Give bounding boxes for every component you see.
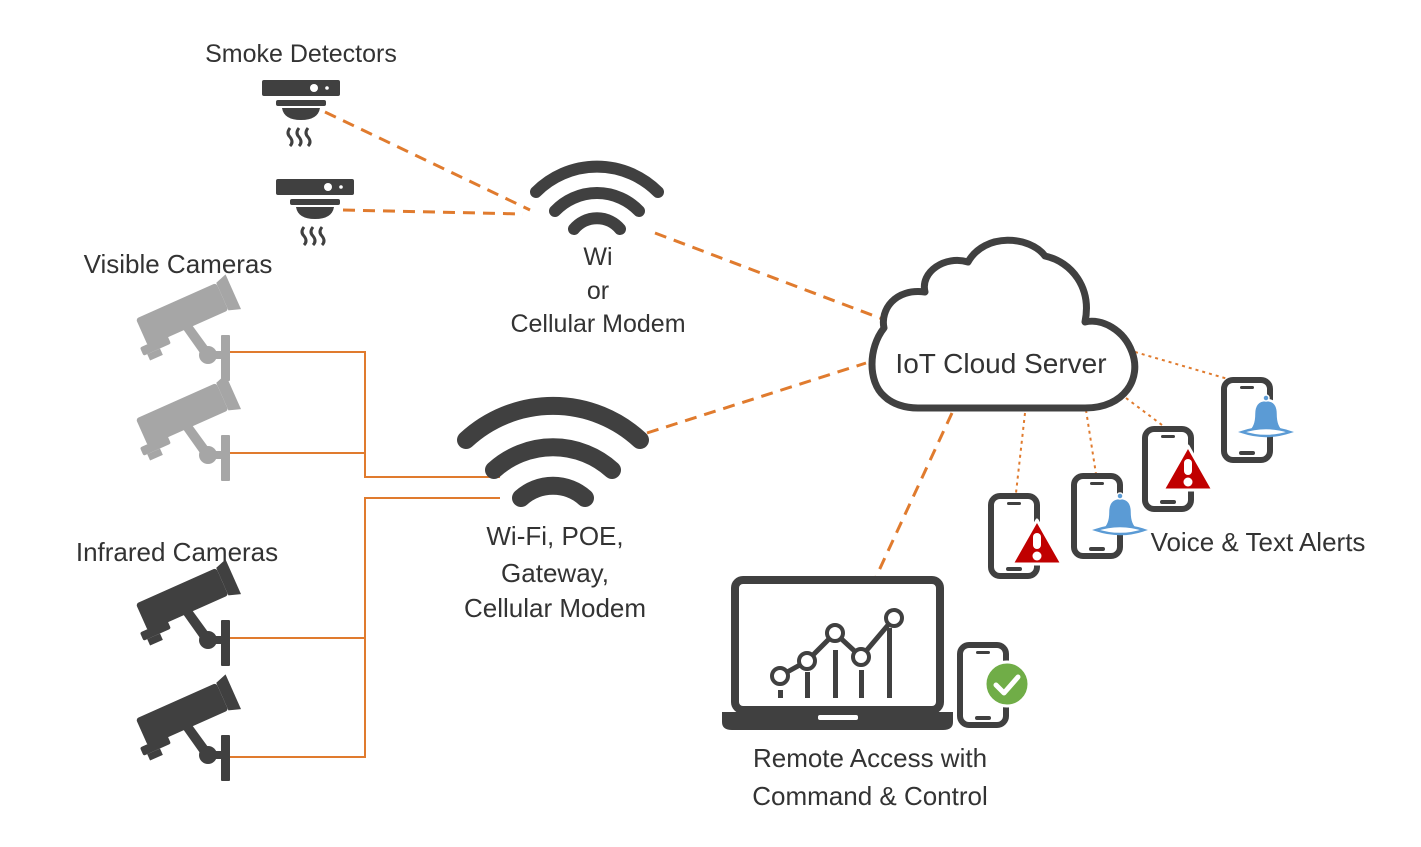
smoke-detectors-group: Smoke Detectors [205, 40, 397, 247]
check-icon [983, 660, 1031, 708]
cloud-phone-link-2 [1085, 409, 1097, 475]
laptop-chart-icon [722, 576, 953, 730]
security-camera-icon [126, 674, 246, 781]
visible-camera-bus [230, 351, 500, 478]
infrared-cameras-label: Infrared Cameras [76, 537, 278, 567]
wifi-modem-label-line1: Wi [583, 243, 612, 271]
gateway-label-line3: Cellular Modem [464, 593, 646, 623]
remote-access-group: Remote Access with Command & Control [722, 576, 1031, 811]
cloud-phone-link-1 [1015, 412, 1026, 494]
wifi-icon [457, 396, 649, 507]
security-camera-icon [126, 374, 246, 481]
cloud-laptop-link [874, 412, 954, 578]
wifi-modem-node: Wi or Cellular Modem [510, 160, 686, 338]
smoke-link-1 [324, 110, 531, 212]
wifi-cloud-link [654, 231, 894, 325]
cloud-server-node: IoT Cloud Server [868, 236, 1139, 412]
remote-access-label-line1: Remote Access with [753, 743, 987, 773]
security-camera-icon [126, 559, 246, 666]
cloud-phone-link-4 [1134, 351, 1229, 380]
gateway-node: Wi-Fi, POE, Gateway, Cellular Modem [457, 396, 649, 623]
alert-phones-group: Voice & Text Alerts [991, 380, 1365, 576]
infrared-camera-bus [230, 497, 500, 758]
connection-lines [230, 110, 1229, 758]
gateway-label-line2: Gateway, [501, 558, 609, 588]
alerts-label: Voice & Text Alerts [1151, 527, 1366, 557]
smoke-link-2 [342, 208, 524, 216]
wifi-modem-label-line3: Cellular Modem [510, 310, 685, 338]
cloud-icon [868, 236, 1139, 412]
security-camera-icon [126, 274, 246, 381]
smoke-detector-icon [274, 177, 356, 247]
visible-cameras-group: Visible Cameras [84, 249, 273, 481]
infrared-cameras-group: Infrared Cameras [76, 537, 278, 781]
wifi-icon [530, 160, 664, 235]
cloud-phone-link-3 [1125, 397, 1167, 429]
gateway-label-line1: Wi-Fi, POE, [486, 521, 623, 551]
wifi-modem-label-line2: or [587, 277, 609, 305]
cloud-server-label: IoT Cloud Server [895, 348, 1106, 379]
gateway-cloud-link [646, 361, 867, 435]
remote-access-label-line2: Command & Control [752, 781, 988, 811]
smoke-detectors-label: Smoke Detectors [205, 40, 397, 68]
visible-cameras-label: Visible Cameras [84, 249, 273, 279]
